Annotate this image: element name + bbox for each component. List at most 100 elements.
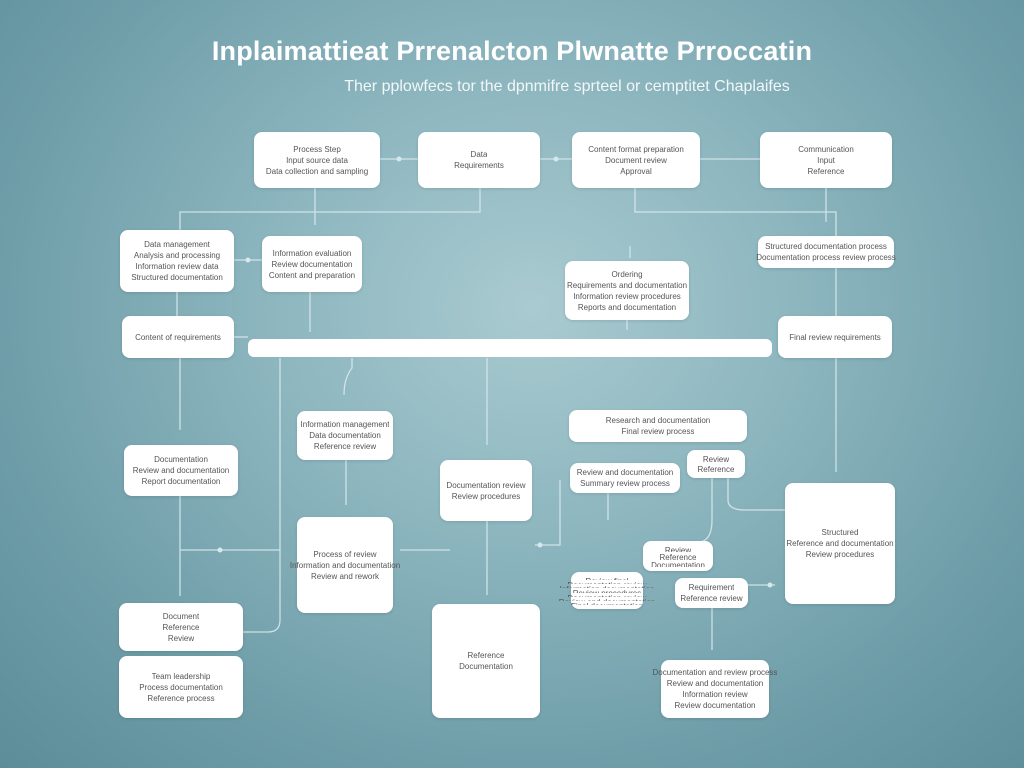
node-text: Requirement (688, 583, 735, 592)
node-text: Review (664, 546, 692, 553)
node-text: Requirements (454, 161, 504, 170)
horizontal-bar (248, 339, 772, 357)
node-text: Content of requirements (135, 332, 221, 342)
node-text: Review documentation (674, 701, 756, 710)
node-text: Documentation (651, 560, 705, 567)
process-node[interactable]: Review finalDocumentation review Informat… (559, 572, 655, 609)
connector (343, 358, 353, 396)
node-text: Reference process (147, 693, 215, 703)
node-text: Reference (162, 622, 200, 632)
node-text: Documentation (459, 662, 513, 671)
process-node[interactable]: Final review requirements (778, 316, 892, 358)
node-text: Documentation and review process (652, 668, 778, 677)
node-text: Process of review (313, 549, 377, 559)
connector (634, 188, 837, 236)
node-text: Information documentation (560, 584, 655, 588)
node-text: Information evaluation (272, 248, 352, 258)
node-text: Ordering (611, 269, 643, 279)
node-text: Information management (300, 420, 390, 429)
node-text: Review and rework (310, 571, 380, 581)
node-text: Documentation (154, 455, 208, 464)
node-text: Information review (682, 690, 748, 699)
connector (242, 358, 281, 633)
connector (535, 480, 561, 546)
node-text: Research and documentation (605, 416, 711, 425)
node-text: Review and documentation (666, 679, 764, 688)
node-text: Summary review process (580, 479, 670, 488)
node-text: Communication (798, 144, 854, 154)
node-text: Review procedures (451, 491, 521, 501)
node-text: Data (470, 150, 488, 159)
node-text: Requirements and documentation (566, 280, 688, 290)
node-text: Final review requirements (789, 332, 881, 342)
node-text: Review and documentation (132, 466, 230, 475)
node-text: Information review procedures (573, 291, 681, 301)
node-text: Data management (144, 240, 210, 249)
node-text: Review and documentation (576, 468, 674, 477)
node-text: Review and documentation (559, 597, 656, 601)
node-text: Reference (659, 553, 697, 560)
node-text: Reports and documentation (577, 302, 677, 312)
node-text: Document review (605, 155, 667, 165)
node-text: Reference (697, 465, 735, 474)
node-text: Information review data (135, 262, 219, 271)
node-text: Reference (467, 651, 505, 660)
node-text: Review procedures (573, 588, 641, 592)
node-text: Information and documentation (289, 560, 401, 570)
node-text: Reference review (680, 594, 743, 603)
connector (727, 478, 786, 511)
node-text: Reference and documentation (786, 539, 894, 548)
node-text: Data collection and sampling (265, 166, 369, 176)
connector (179, 188, 481, 230)
node-text: Final documentation (571, 601, 643, 605)
node-text: Documentation process review process (756, 253, 896, 262)
node-text: Process Step (293, 144, 341, 154)
node-text: Review (702, 455, 730, 464)
process-node[interactable]: Content of requirements (122, 316, 234, 358)
node-text: Approval (620, 166, 652, 176)
node-text: Structured documentation process (765, 242, 887, 251)
node-text: Review documentation (271, 259, 353, 269)
node-text: Input source data (286, 155, 348, 165)
node-text: Document (162, 611, 200, 621)
node-text: Input (817, 155, 835, 165)
node-text: Review final (585, 576, 628, 580)
node-text: Documentation review (446, 480, 526, 490)
node-text: Review (167, 633, 195, 643)
diagram-title: Inplaimattieat Prrenalcton Plwnatte Prro… (211, 36, 813, 66)
node-text: Reference review (313, 442, 377, 451)
node-text: Reference (807, 166, 845, 176)
connector (699, 478, 713, 543)
node-text: Content format preparation (588, 144, 684, 154)
node-text: Data documentation (309, 431, 381, 440)
node-text: Report documentation (141, 477, 221, 486)
node-text: Team leadership (151, 671, 211, 681)
node-text: Documentation review (567, 593, 646, 597)
node-text: Structured (821, 528, 859, 537)
diagram-subtitle: Ther pplowfecs tor the dpnmifre sprteel … (344, 78, 790, 95)
node-text: Final review process (621, 427, 695, 436)
